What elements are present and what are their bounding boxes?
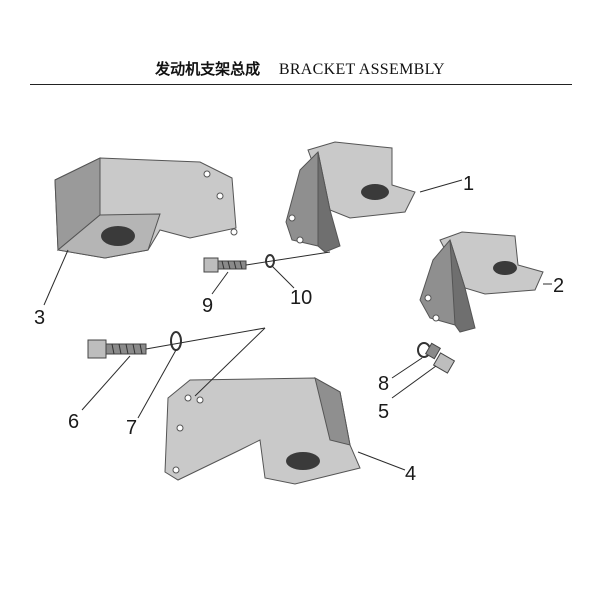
assembly-line-7 — [194, 327, 266, 397]
leader-8 — [391, 357, 423, 379]
part-9-bolt — [203, 257, 247, 273]
callout-9: 9 — [202, 295, 213, 317]
part-1-bracket — [285, 141, 416, 253]
title-chinese: 发动机支架总成 — [155, 60, 261, 78]
diagram-title: 发动机支架总成 BRACKET ASSEMBLY — [0, 58, 600, 79]
callout-4: 4 — [405, 463, 416, 485]
callout-8: 8 — [378, 373, 389, 395]
title-english: BRACKET ASSEMBLY — [278, 61, 445, 78]
leader-4 — [357, 451, 406, 471]
part-3-bracket — [54, 157, 238, 259]
callout-7: 7 — [126, 417, 137, 439]
callout-2: 2 — [553, 275, 564, 297]
callout-6: 6 — [68, 411, 79, 433]
assembly-line-9 — [245, 251, 331, 266]
leader-1 — [419, 179, 463, 193]
leader-5 — [391, 365, 437, 399]
title-rule — [30, 84, 572, 85]
part-4-bracket — [164, 377, 361, 485]
leader-3 — [43, 249, 69, 306]
callout-3: 3 — [34, 307, 45, 329]
leader-6 — [81, 355, 131, 411]
part-5-bolt — [424, 342, 456, 374]
leader-10 — [271, 265, 295, 289]
leader-9 — [211, 271, 229, 295]
callout-10: 10 — [290, 287, 312, 309]
part-6-bolt — [87, 339, 147, 359]
leader-7 — [137, 349, 177, 419]
part-7-washer — [170, 331, 182, 351]
callout-1: 1 — [463, 173, 474, 195]
assembly-line-6 — [145, 327, 266, 350]
callout-5: 5 — [378, 401, 389, 423]
part-2-bracket — [419, 231, 544, 333]
